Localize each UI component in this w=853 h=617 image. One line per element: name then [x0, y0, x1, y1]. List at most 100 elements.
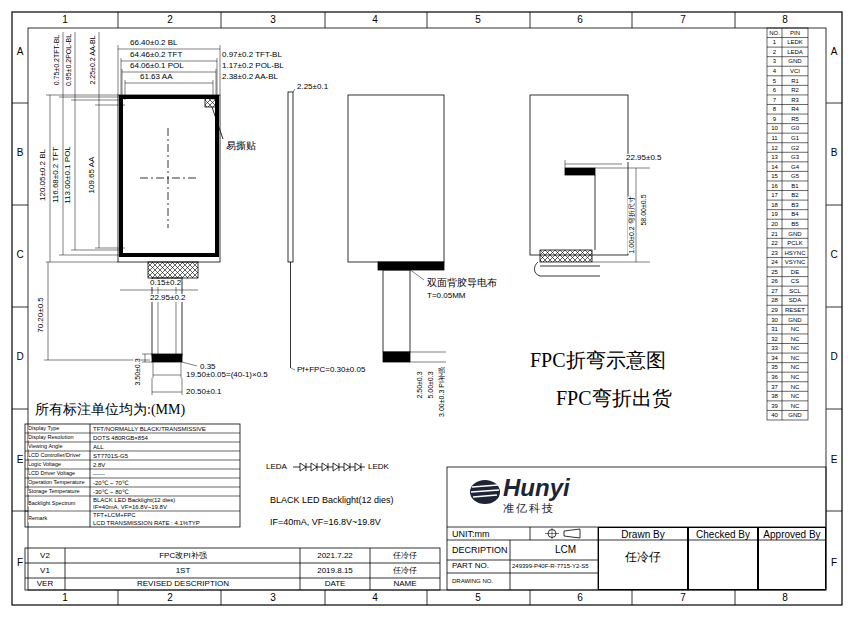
revision-table-cell: 1ST — [176, 567, 191, 575]
conductive-cloth — [378, 262, 444, 270]
zone-marker: 4 — [372, 593, 378, 603]
zone-marker: 5 — [475, 593, 481, 603]
revision-table — [25, 548, 440, 590]
spec-table-cell: ALL — [93, 444, 104, 450]
spec-table — [25, 424, 240, 527]
pin-table-cell: 7 — [773, 97, 776, 103]
pin-table-cell: 30 — [771, 317, 778, 323]
pin-table-cell: NC — [791, 393, 800, 399]
pin-table-cell: 9 — [773, 116, 776, 122]
pin-table-cell: VSYNC — [785, 259, 806, 265]
pin-table-cell: VCI — [790, 68, 800, 74]
revision-table-cell: 任冷仔 — [393, 567, 417, 575]
dimension-label: 5.00±0.3 — [427, 371, 434, 398]
zone-marker: 2 — [167, 15, 173, 25]
dimension-label: 22.95±0.2 — [150, 294, 186, 302]
pin-table-cell: G2 — [791, 145, 799, 151]
pin-table-cell: NC — [791, 345, 800, 351]
dimension-lines — [44, 32, 220, 395]
pin-table-cell: 19 — [771, 211, 778, 217]
pin-table-cell: NC — [791, 355, 800, 361]
pin-table-cell: 4 — [773, 68, 776, 74]
pin-table-cell: 26 — [771, 278, 778, 284]
dimension-label: 双面背胶导电布 — [427, 278, 497, 288]
leader-line — [291, 368, 295, 370]
pin-table-cell: CS — [791, 278, 799, 284]
spec-table — [90, 424, 91, 527]
revision-table-cell: DATE — [325, 580, 346, 588]
side-view — [288, 92, 293, 262]
spec-table-cell: LCD TRANSMISSION RATE : 4.1%TYP — [93, 520, 200, 526]
zone-marker: 7 — [680, 15, 686, 25]
dimension-label: 66.40±0.2 BL — [130, 39, 178, 47]
pin-table-cell: 33 — [771, 345, 778, 351]
zone-marker: 1 — [62, 593, 68, 603]
pin-table-cell: NC — [791, 326, 800, 332]
spec-table-cell: Display Resolution — [28, 435, 74, 441]
pin-table-cell: 40 — [771, 412, 778, 418]
revision-table-cell: 2019.8.15 — [317, 567, 353, 575]
dimension-label: FPC折弯示意图 — [530, 350, 666, 370]
title-block — [447, 467, 826, 590]
pin-table-cell: NC — [791, 364, 800, 370]
pin-table-cell: 3 — [773, 58, 776, 64]
pin-table-cell: 24 — [771, 259, 778, 265]
pin-table-cell: 38 — [771, 393, 778, 399]
pin-table-cell: 25 — [771, 269, 778, 275]
revision-table-cell: 2021.7.22 — [317, 552, 353, 560]
dimension-label: 0.75±0.2TFT-BL — [53, 35, 60, 86]
zone-marker: E — [831, 455, 838, 465]
dimension-label: 120.05±0.2 BL — [39, 149, 47, 201]
pin-table-cell: 17 — [771, 192, 778, 198]
spec-table-cell: -30℃ ~ 80℃ — [93, 489, 129, 495]
dimension-label: 64.06±0.1 POL — [130, 62, 184, 70]
pin-table-cell: B2 — [791, 192, 798, 198]
pin-table-cell: 6 — [773, 87, 776, 93]
pin-table-cell: G0 — [791, 125, 799, 131]
dimension-label: 70.20±0.5 — [37, 297, 45, 333]
zone-marker: B — [17, 148, 24, 158]
zone-marker: 4 — [372, 15, 378, 25]
dimension-label: FPC弯折出货 — [556, 388, 672, 408]
spec-table-cell: TFT+LCM+FPC — [93, 512, 136, 518]
revision-table-cell: V1 — [40, 567, 50, 575]
pin-table-cell: R4 — [791, 106, 799, 112]
pin-table-cell: 28 — [771, 297, 778, 303]
pin-table-cell: 29 — [771, 307, 778, 313]
spec-table-cell: LCD Controller/Driver — [28, 453, 81, 459]
dimension-label: 116.68±0.2 TFT — [52, 147, 60, 203]
zone-marker: D — [16, 352, 23, 362]
pin-table-cell: B1 — [791, 183, 798, 189]
pin-table-cell: R5 — [791, 116, 799, 122]
pin-table-cell: R1 — [791, 78, 799, 84]
projection-symbol — [564, 529, 580, 538]
pin-table-cell: NC — [791, 403, 800, 409]
spec-table-cell: LCD Driver Voltage — [28, 471, 75, 477]
pin-table-cell: GND — [788, 58, 801, 64]
dimension-label: 20.50±0.1 — [186, 388, 222, 396]
pin-table-cell: 11 — [771, 135, 777, 141]
dimension-label: 0.35 — [200, 363, 216, 371]
pin-table-cell: 21 — [771, 231, 778, 237]
pin-table-cell: PIN — [790, 30, 800, 36]
pin-table-cell: 18 — [771, 202, 778, 208]
title-block-cell: PART NO. — [452, 562, 489, 570]
company-name: Hunyi — [503, 475, 570, 501]
pin-table-cell: NC — [791, 384, 800, 390]
pin-table-cell: RESET — [785, 307, 805, 313]
dimension-label: 0.97±0.2 TFT-BL — [222, 51, 282, 59]
backlight-label: BLACK LED Backlight(12 dies) — [270, 496, 394, 505]
spec-table-cell: -20℃ ~ 70℃ — [93, 480, 129, 486]
pin-table-cell: 27 — [771, 288, 778, 294]
dimension-label: 19.50±0.05=(40-1)×0.5 — [186, 371, 268, 379]
folded-fpc — [565, 168, 595, 175]
dimension-label: 64.46±0.2 TFT — [130, 51, 182, 59]
spec-table-cell: Operation Temperature — [28, 480, 84, 486]
backlight-label: LEDK — [368, 463, 389, 471]
title-block-cell: DRAWING NO. — [452, 578, 493, 584]
pin-table-cell: NC — [791, 374, 800, 380]
pin-table-cell: LEDK — [787, 39, 803, 45]
center-line — [140, 178, 196, 179]
title-block-cell: UNIT:mm — [452, 530, 490, 539]
dimension-label: 61.63 AA — [140, 73, 172, 81]
